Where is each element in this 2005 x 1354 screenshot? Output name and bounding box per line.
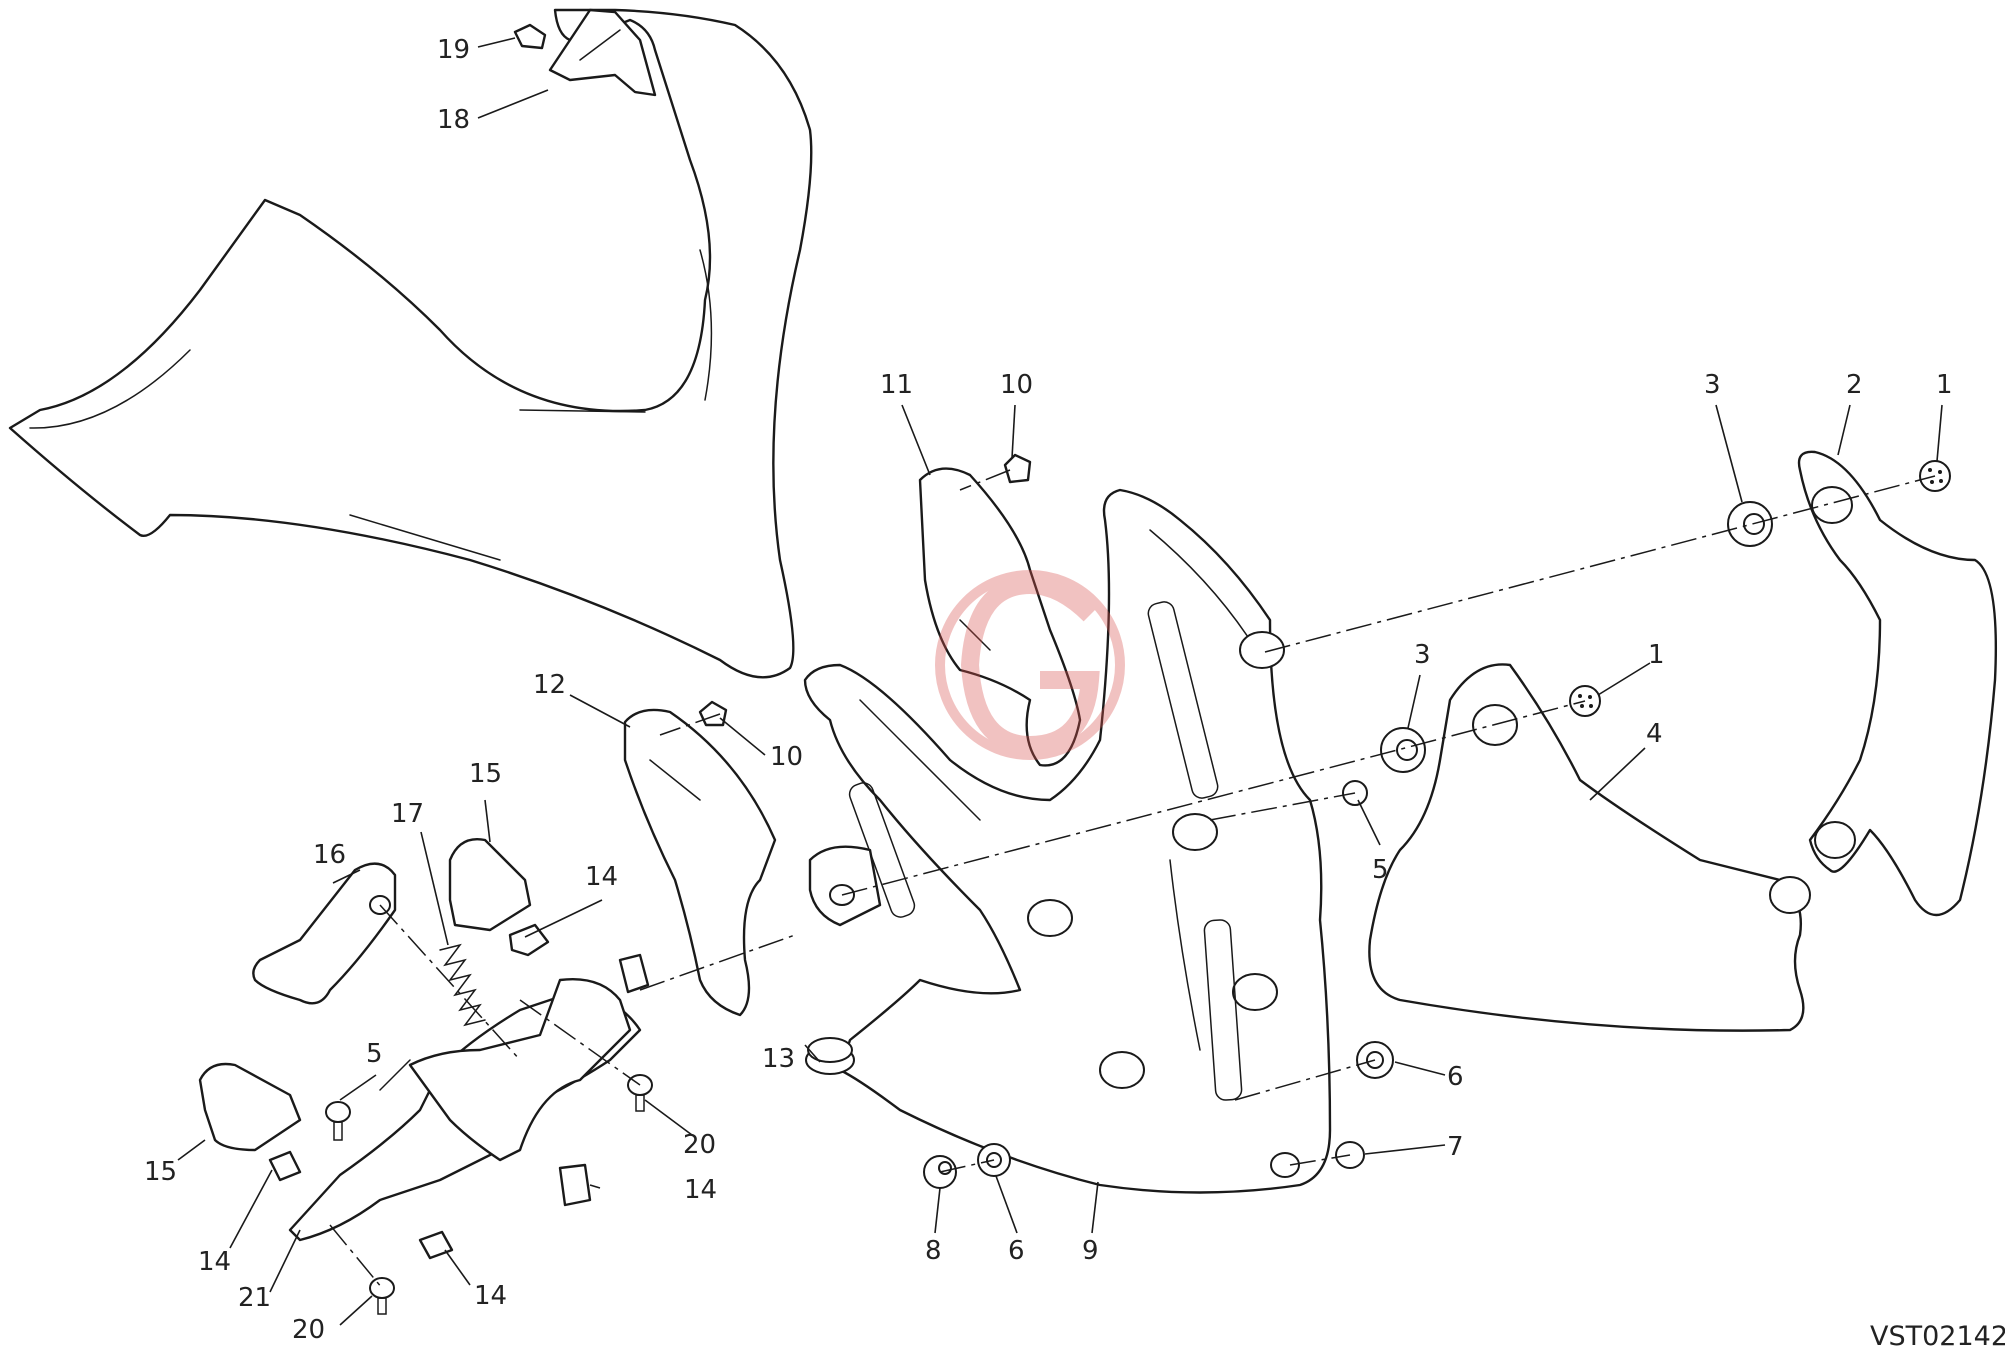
clip-14-d: [268, 1150, 302, 1182]
lock-housing: [408, 978, 632, 1162]
callout-7: 7: [1447, 1132, 1464, 1162]
clip-10-lower: [698, 700, 728, 727]
cover-15-upper: [448, 838, 532, 932]
clip-19: [513, 23, 547, 50]
callout-10: 10: [770, 742, 803, 772]
frame-mounting-hole-upper: [1239, 631, 1285, 669]
callout-14: 14: [585, 862, 618, 892]
screw-5-left: [325, 1101, 351, 1141]
callout-5: 5: [366, 1039, 383, 1069]
callout-17: 17: [391, 799, 424, 829]
callout-12: 12: [533, 670, 566, 700]
clip-14-c: [558, 1163, 592, 1207]
lever-16: [252, 862, 397, 1005]
callout-20: 20: [292, 1315, 325, 1345]
side-cover-4: [1368, 663, 1811, 1032]
clip-14-e: [418, 1230, 454, 1260]
callout-15: 15: [144, 1157, 177, 1187]
callout-6: 6: [1447, 1062, 1464, 1092]
spring-17: [439, 943, 486, 1027]
callout-14: 14: [684, 1175, 717, 1205]
frame-mounting-hole-center: [1172, 813, 1218, 851]
rubber-grommet-3-upper: [1727, 501, 1773, 547]
callout-13: 13: [762, 1044, 795, 1074]
clip-10-upper: [1003, 453, 1032, 484]
callout-6: 6: [1008, 1236, 1025, 1266]
callout-15: 15: [469, 759, 502, 789]
side-fairing-panel: [8, 8, 813, 679]
clip-14-b: [618, 953, 650, 994]
frame-mounting-hole-lower: [1099, 1051, 1145, 1089]
fairing-top-bracket: [548, 8, 657, 97]
cover-15-lower: [198, 1062, 302, 1152]
frame-mounting-hole-left: [1027, 899, 1073, 937]
callout-11: 11: [880, 370, 913, 400]
watermark-logo: [935, 570, 1125, 760]
callout-2: 2: [1846, 370, 1863, 400]
callout-14: 14: [474, 1281, 507, 1311]
callout-labels: 19 18 11 10 3 2 1 3 1 4 12 10 15 17 16 1…: [144, 35, 1953, 1345]
frame-mounting-hole-bottom: [1270, 1152, 1300, 1178]
headlight-support-frame: [803, 488, 1332, 1194]
callout-20: 20: [683, 1130, 716, 1160]
callout-21: 21: [238, 1283, 271, 1313]
callout-8: 8: [925, 1236, 942, 1266]
drawing-code: VST02142: [1870, 1321, 2005, 1352]
side-cover-2: [1797, 450, 1998, 917]
inner-cover-12: [623, 708, 777, 1017]
frame-mounting-hole-right: [1232, 973, 1278, 1011]
grommet-13: [805, 1037, 855, 1075]
screw-20-upper: [627, 1074, 653, 1112]
callout-3: 3: [1704, 370, 1721, 400]
screw-20-lower: [369, 1277, 395, 1315]
callout-3: 3: [1414, 640, 1431, 670]
rubber-grommet-3-lower: [1380, 727, 1426, 773]
assembly-axis-lines: [329, 469, 1936, 1289]
callout-18: 18: [437, 105, 470, 135]
callout-14: 14: [198, 1247, 231, 1277]
callout-5: 5: [1372, 855, 1389, 885]
callout-leaders: [177, 37, 1943, 1326]
frame-side-arm: [808, 845, 882, 927]
callout-19: 19: [437, 35, 470, 65]
callout-1: 1: [1648, 640, 1665, 670]
inner-cover-11: [918, 467, 1082, 767]
callout-1: 1: [1936, 370, 1953, 400]
clip-14-a: [508, 923, 550, 957]
callout-10: 10: [1000, 370, 1033, 400]
callout-4: 4: [1646, 719, 1663, 749]
callout-9: 9: [1082, 1236, 1099, 1266]
callout-16: 16: [313, 840, 346, 870]
